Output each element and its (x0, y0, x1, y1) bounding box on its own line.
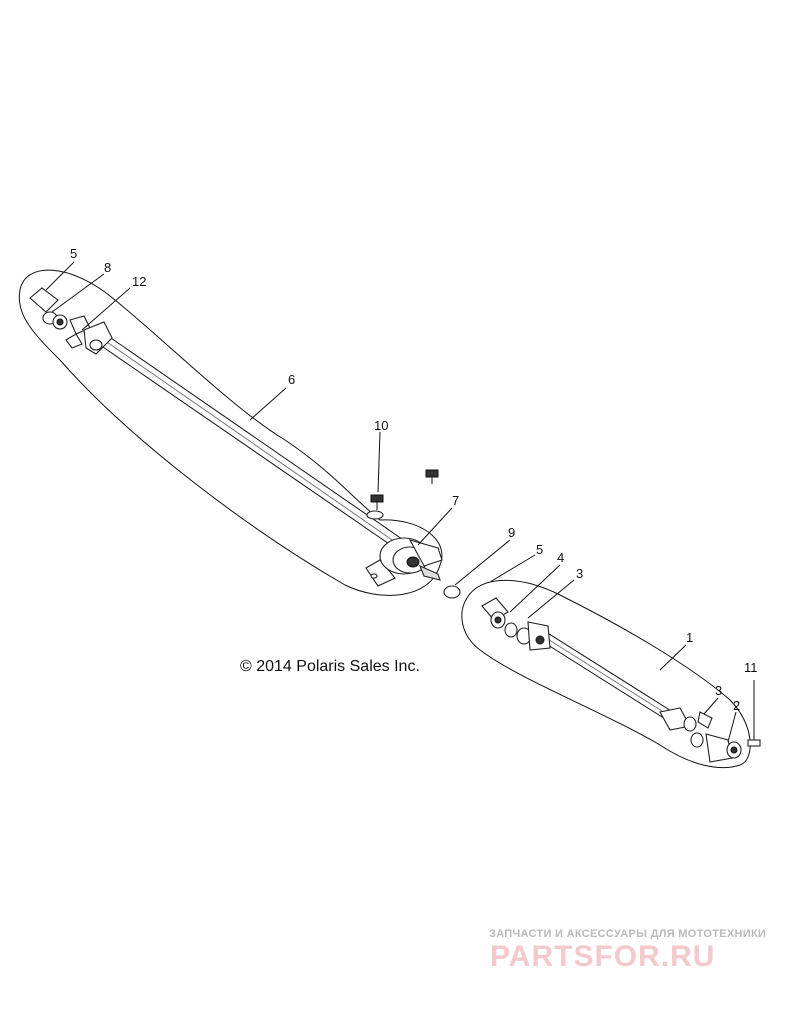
callout-1: 1 (686, 630, 693, 645)
leader-lines (45, 261, 737, 743)
bolt-10 (366, 494, 384, 520)
watermark-logo: PARTSFOR.RU (490, 940, 716, 973)
callout-12: 12 (132, 274, 146, 289)
callout-11: 11 (744, 660, 758, 675)
callout-10: 10 (374, 418, 388, 433)
group-outline-rear-shaft (461, 579, 751, 769)
watermark-tagline: ЗАПЧАСТИ И АКСЕССУАРЫ ДЛЯ МОТОТЕХНИКИ (489, 928, 767, 940)
callout-6: 6 (288, 372, 295, 387)
callout-3-top: 3 (576, 566, 583, 581)
rear-end-yoke-assembly (659, 707, 742, 763)
callout-4: 4 (557, 550, 564, 565)
washer-9 (443, 585, 461, 599)
callout-8: 8 (104, 260, 111, 275)
front-yoke-assembly (29, 287, 113, 355)
callout-7: 7 (452, 493, 459, 508)
callout-9: 9 (508, 525, 515, 540)
rear-shaft-tube (539, 631, 677, 723)
copyright-notice: © 2014 Polaris Sales Inc. (240, 658, 420, 675)
pin-11 (747, 680, 761, 747)
callout-2: 2 (733, 698, 740, 713)
rear-front-yoke-assembly (481, 597, 551, 651)
callout-5-right: 5 (536, 542, 543, 557)
callout-3-bottom: 3 (715, 683, 722, 698)
bolt-spare (425, 469, 439, 484)
callout-5-left: 5 (70, 246, 77, 261)
group-outline-prop-shaft (18, 269, 443, 596)
center-support-bearing (365, 537, 443, 587)
prop-shaft-tube (99, 335, 403, 549)
